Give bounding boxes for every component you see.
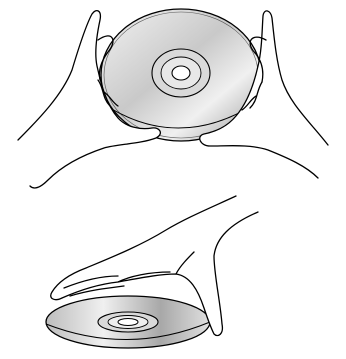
panel-place-disc: [46, 196, 258, 348]
disc-tilted: [46, 296, 210, 348]
panel-hold-disc: [18, 9, 328, 188]
